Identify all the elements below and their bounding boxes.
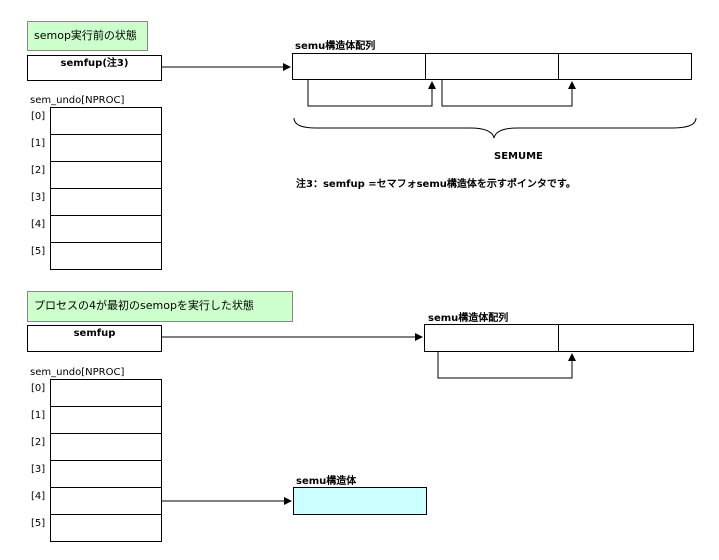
section1-note: 注3：semfup =セマフォsemu構造体を示すポインタです。: [296, 179, 576, 190]
section2-undo-cell-4: [50, 488, 162, 515]
section2-struct-box: [293, 487, 427, 515]
section1-row-label-1: [1]: [31, 138, 46, 149]
section1-undo-cell-2: [50, 162, 162, 189]
section2-array-cell-1: [558, 324, 694, 352]
section1-array-cell-2: [558, 53, 692, 80]
section1-semfup-box: semfup(注3): [27, 55, 162, 81]
section2-row-label-4: [4]: [31, 491, 46, 502]
section1-link-arrow-0: [307, 80, 436, 107]
section2-row-label-1: [1]: [31, 410, 46, 421]
section2-semfup-box: semfup: [27, 325, 162, 352]
section2-row-label-2: [2]: [31, 437, 46, 448]
section2-array-cell-0: [424, 324, 559, 352]
section2-undo-cell-0: [50, 379, 162, 407]
section2-array-label: semu構造体配列: [428, 313, 509, 324]
section1-undo-cell-0: [50, 107, 162, 135]
section1-array-label: semu構造体配列: [295, 41, 376, 52]
section1-title: semop実行前の状態: [27, 21, 148, 51]
section1-row-label-5: [5]: [31, 246, 46, 257]
section1-brace-label: SEMUME: [494, 151, 543, 162]
section2-link-arrow: [437, 352, 576, 379]
section1-undo-cell-1: [50, 135, 162, 162]
section2-row-label-0: [0]: [31, 383, 46, 394]
section2-row-label-5: [5]: [31, 518, 46, 529]
section1-row-label-2: [2]: [31, 165, 46, 176]
section1-row-label-4: [4]: [31, 219, 46, 230]
section2-undo-cell-3: [50, 461, 162, 488]
section2-title: プロセスの4が最初のsemopを実行した状態: [27, 291, 293, 322]
section1-link-arrow-1: [441, 80, 576, 107]
section1-row-label-3: [3]: [31, 192, 46, 203]
section1-undo-cell-5: [50, 243, 162, 270]
section1-array-cell-0: [292, 53, 426, 80]
section2-row-label-3: [3]: [31, 464, 46, 475]
section1-brace: [293, 117, 697, 139]
section2-undo-cell-5: [50, 515, 162, 542]
section2-undo-label: sem_undo[NPROC]: [30, 367, 125, 378]
section1-array-cell-1: [425, 53, 559, 80]
section2-undo-cell-2: [50, 434, 162, 461]
section2-struct-label: semu構造体: [296, 476, 357, 487]
section1-undo-cell-3: [50, 189, 162, 216]
section2-undo-cell-1: [50, 407, 162, 434]
section1-undo-label: sem_undo[NPROC]: [30, 95, 125, 106]
section1-undo-cell-4: [50, 216, 162, 243]
section1-row-label-0: [0]: [31, 111, 46, 122]
